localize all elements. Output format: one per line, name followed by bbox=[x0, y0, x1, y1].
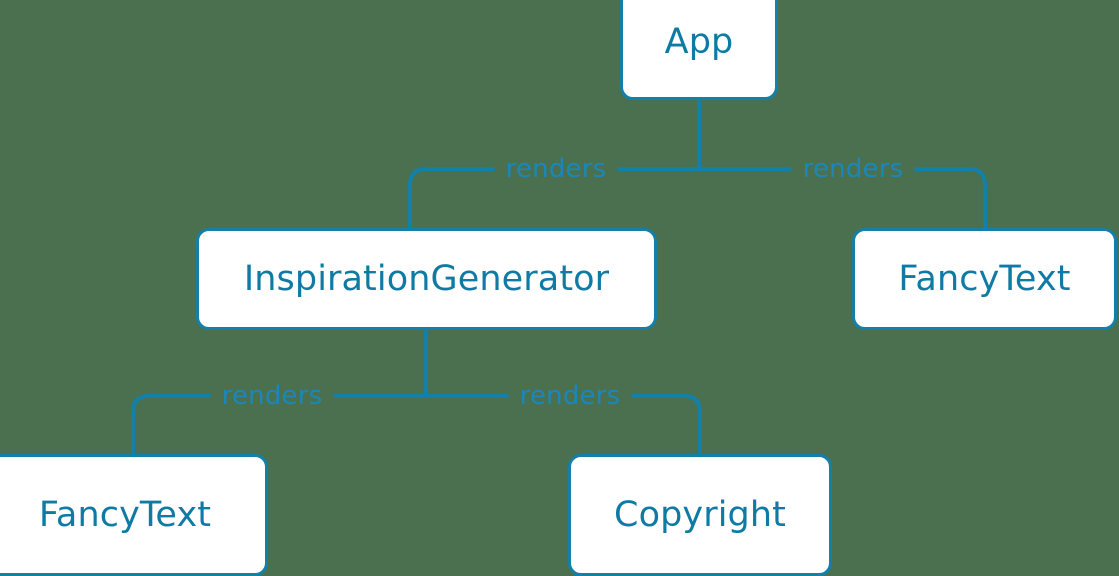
connector-layer bbox=[131, 100, 987, 454]
node-fancytext-top-label: FancyText bbox=[898, 259, 1071, 299]
edge-label-text: renders bbox=[221, 381, 323, 411]
edge-app-to-fancytext-top bbox=[699, 167, 987, 228]
node-fancytext-bottom-label: FancyText bbox=[38, 495, 212, 535]
edge-label-app-to-fancytext-top: renders bbox=[791, 154, 915, 184]
edge-app-to-inspiration-generator bbox=[408, 167, 699, 228]
edge-label-app-to-inspiration-generator: renders bbox=[494, 154, 618, 184]
edge-label-inspiration-generator-to-fancytext-bottom: renders bbox=[210, 381, 334, 411]
edge-label-text: renders bbox=[505, 154, 607, 184]
edge-label-inspiration-generator-to-copyright: renders bbox=[508, 381, 632, 411]
edge-inspiration-generator-to-copyright bbox=[426, 394, 702, 454]
edge-label-text: renders bbox=[519, 381, 621, 411]
node-app[interactable]: App bbox=[620, 0, 778, 100]
edge-inspiration-generator-to-fancytext-bottom bbox=[131, 394, 426, 454]
node-inspiration-generator-label: InspirationGenerator bbox=[243, 259, 610, 299]
edge-label-text: renders bbox=[802, 154, 904, 184]
node-fancytext-top[interactable]: FancyText bbox=[852, 228, 1117, 330]
node-copyright[interactable]: Copyright bbox=[568, 454, 832, 576]
node-inspiration-generator[interactable]: InspirationGenerator bbox=[196, 228, 657, 330]
node-app-label: App bbox=[664, 22, 734, 62]
node-fancytext-bottom[interactable]: FancyText bbox=[0, 454, 268, 576]
node-copyright-label: Copyright bbox=[614, 495, 786, 535]
